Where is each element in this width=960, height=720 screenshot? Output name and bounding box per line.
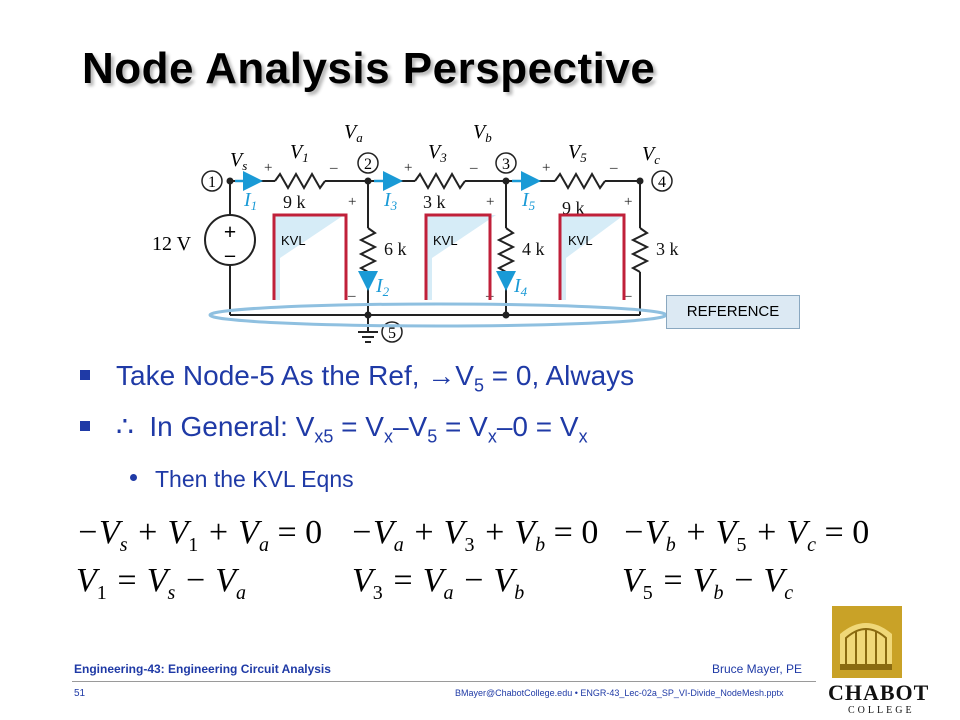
bullet-1-tail: = 0, Always — [483, 360, 635, 391]
bullet-2-sub-d: x — [487, 426, 497, 447]
footer-divider — [72, 681, 816, 682]
label-v1: V1 — [290, 141, 309, 165]
chabot-building-icon — [832, 606, 902, 678]
bullet-2-text-b: = V — [333, 411, 384, 442]
source-plus: + — [224, 219, 237, 244]
node-3-marker — [495, 152, 517, 174]
chabot-logo: CHABOT COLLEGE — [828, 606, 929, 716]
value-r5: 9 k — [562, 198, 585, 218]
bullet-1-text: Take Node-5 As the Ref, →V — [116, 360, 474, 391]
polarity-r2-minus: – — [347, 288, 356, 304]
label-vs: Vs — [230, 149, 247, 173]
label-i4: I4 — [513, 275, 528, 299]
voltage-source — [204, 214, 256, 266]
kvl-loop-3: KVL — [558, 213, 626, 300]
square-bullet-icon — [80, 420, 90, 431]
source-minus: – — [224, 244, 236, 266]
label-vc: Vc — [642, 143, 660, 167]
bullet-2-sub-b: x — [383, 426, 393, 447]
equation-kvl-2: −Va + V3 + Vb = 0 — [350, 514, 599, 556]
equation-kvl-3: −Vb + V5 + Vc = 0 — [622, 514, 870, 556]
polarity-r5-plus: + — [542, 160, 550, 176]
equation-drop-1: V1 = Vs − Va — [76, 562, 247, 604]
circuit-diagram: + – 12 V 1 2 3 4 5 Va Vb Vs Vc V1 V3 V5 … — [152, 121, 679, 343]
junction-dots — [226, 177, 644, 319]
equation-kvl-1: −Vs + V1 + Va = 0 — [76, 514, 323, 556]
value-r2: 6 k — [384, 239, 407, 259]
bullet-2-text-c: –V — [392, 411, 428, 442]
label-i5: I5 — [521, 189, 536, 213]
label-va: Va — [344, 121, 363, 145]
label-i3: I3 — [383, 189, 398, 213]
sub-bullet-1-text: Then the KVL Eqns — [155, 466, 354, 492]
node-5-label: 5 — [388, 325, 396, 342]
polarity-r3-minus: – — [469, 160, 478, 176]
logo-sub: COLLEGE — [848, 705, 915, 716]
polarity-r3-plus: + — [404, 160, 412, 176]
bullet-1-sub: 5 — [473, 375, 484, 396]
resistor-r4 — [496, 227, 516, 273]
bullet-1: Take Node-5 As the Ref, →V5 = 0, Always — [80, 360, 634, 397]
label-i1: I1 — [243, 189, 257, 213]
node-1-marker — [201, 170, 223, 192]
square-bullet-icon — [80, 369, 90, 380]
resistor-r2 — [358, 227, 378, 273]
footer-page-number: 51 — [74, 688, 86, 699]
polarity-r5-minus: – — [609, 160, 618, 176]
label-i2: I2 — [375, 275, 390, 299]
logo-name: CHABOT — [828, 680, 929, 705]
resistor-r6 — [630, 227, 650, 273]
bullet-2-sub-c: 5 — [427, 426, 438, 447]
bullet-2-text-a: In General: V — [149, 411, 315, 442]
circuit-wires — [229, 180, 641, 343]
polarity-r6-minus: – — [623, 288, 632, 304]
label-v3: V3 — [428, 141, 447, 165]
node-3-label: 3 — [502, 156, 510, 173]
value-r1: 9 k — [283, 192, 306, 212]
dot-bullet-icon — [130, 474, 137, 482]
polarity-r6-plus: + — [624, 194, 632, 210]
bullet-2: ∴ In General: Vx5 = Vx–V5 = Vx–0 = Vx — [80, 410, 588, 448]
equation-drop-2: V3 = Va − Vb — [352, 562, 525, 604]
sub-bullet-1: Then the KVL Eqns — [130, 466, 354, 493]
resistor-r5 — [554, 171, 606, 191]
footer-author: Bruce Mayer, PE — [712, 662, 803, 676]
value-r6: 3 k — [656, 239, 679, 259]
source-label: 12 V — [152, 233, 192, 255]
kvl-loop-2: KVL — [424, 213, 496, 300]
kvl-loop-1: KVL — [272, 213, 348, 300]
value-r4: 4 k — [522, 239, 545, 259]
polarity-r1-plus: + — [264, 160, 272, 176]
label-v5: V5 — [568, 141, 587, 165]
bullet-2-sub-a: x5 — [314, 426, 334, 447]
polarity-r1-minus: – — [329, 160, 338, 176]
bullet-2-text-e: –0 = V — [496, 411, 579, 442]
equation-drop-3: V5 = Vb − Vc — [622, 562, 794, 604]
node-4-label: 4 — [658, 174, 666, 191]
polarity-r2-plus: + — [348, 194, 356, 210]
node-1-label: 1 — [208, 174, 216, 191]
node-2-label: 2 — [364, 156, 372, 173]
label-vb: Vb — [473, 121, 492, 145]
reference-label: REFERENCE — [666, 295, 800, 329]
equations-block: −Vs + V1 + Va = 0 −Va + V3 + Vb = 0 −Vb … — [0, 500, 960, 620]
therefore-symbol: ∴ — [116, 411, 134, 442]
resistor-r3 — [414, 171, 466, 191]
slide-title: Node Analysis Perspective — [82, 44, 656, 93]
kvl-label-2: KVL — [433, 233, 458, 248]
node-2-marker — [357, 152, 379, 174]
node-4-marker — [651, 170, 673, 192]
bullet-2-text-d: = V — [437, 411, 488, 442]
kvl-label-1: KVL — [281, 233, 306, 248]
value-r3: 3 k — [423, 192, 446, 212]
footer-course: Engineering-43: Engineering Circuit Anal… — [74, 662, 331, 676]
polarity-r4-plus: + — [486, 194, 494, 210]
resistor-r1 — [274, 171, 326, 191]
footer-file-info: BMayer@ChabotCollege.edu • ENGR-43_Lec-0… — [455, 688, 784, 698]
bullet-2-sub-e: x — [578, 426, 588, 447]
kvl-label-3: KVL — [568, 233, 593, 248]
